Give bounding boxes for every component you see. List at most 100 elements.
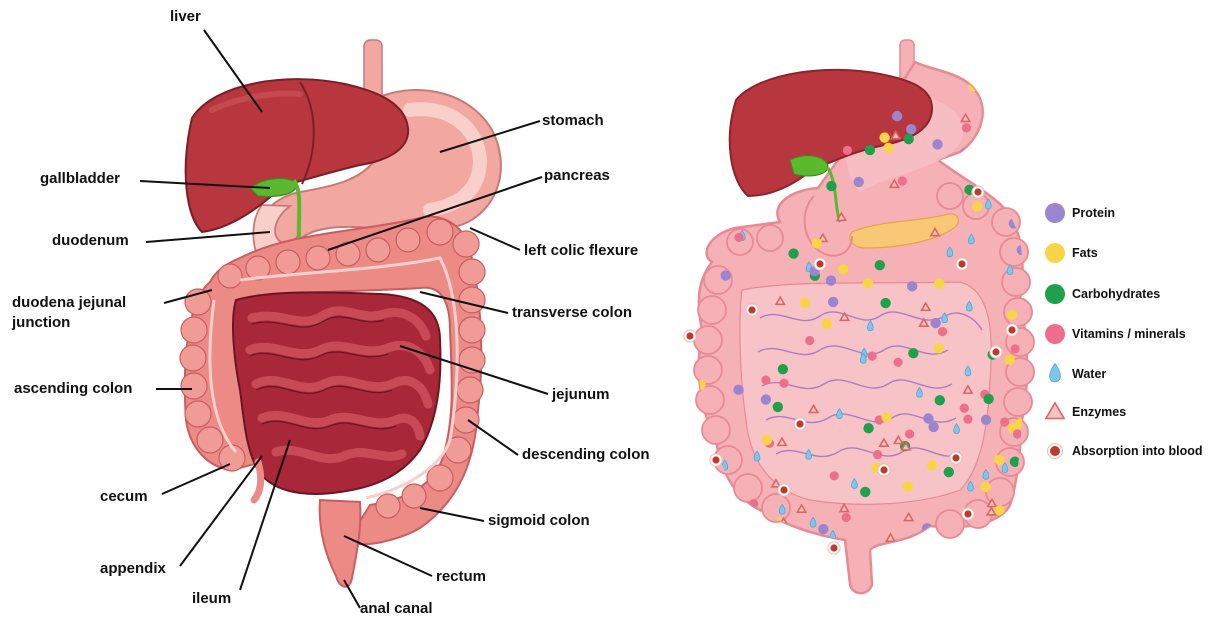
particle-vitamin [893, 358, 902, 367]
particle-fat [934, 343, 944, 353]
label-ascending-colon: ascending colon [14, 380, 132, 398]
absorption-dot-core [880, 466, 887, 473]
particle-vitamin [938, 327, 947, 336]
particle-protein [698, 188, 708, 198]
particle-vitamin [746, 541, 755, 550]
particle-fat [972, 201, 982, 211]
particle-protein [854, 177, 864, 187]
particle-carbohydrate [863, 423, 873, 433]
particle-fat [991, 149, 1001, 159]
particle-fat [721, 577, 731, 587]
particle-fat [695, 538, 705, 548]
particle-vitamin [704, 215, 713, 224]
particle-vitamin [960, 404, 969, 413]
particle-protein [923, 413, 933, 423]
particle-fat [1004, 354, 1014, 364]
particle-fat [903, 481, 913, 491]
particle-vitamin [843, 146, 852, 155]
anatomy-illustration [180, 40, 501, 587]
vitamins-dot-icon [1045, 324, 1065, 344]
particle-carbohydrate [880, 298, 890, 308]
fats-dot-icon [1045, 243, 1065, 263]
particle-enzyme [857, 61, 865, 68]
absorption-dot-core [964, 510, 971, 517]
particle-water [999, 532, 1005, 542]
particle-carbohydrate [788, 248, 798, 258]
particle-protein [761, 394, 771, 404]
particle-water [1014, 72, 1020, 82]
particle-protein [907, 281, 917, 291]
legend-label-fats: Fats [1072, 245, 1098, 261]
particle-fat [699, 575, 709, 585]
nutrient-gut-illustration [694, 40, 1034, 593]
label-rectum: rectum [436, 568, 486, 586]
particle-protein [828, 297, 838, 307]
particle-fat [695, 380, 705, 390]
particle-carbohydrate [860, 487, 870, 497]
particle-fat [886, 562, 896, 572]
pointer-anal-canal [344, 580, 360, 608]
absorption-dot-core [748, 306, 755, 313]
label-liver: liver [170, 8, 201, 26]
appendix-organ [254, 462, 261, 500]
label-duodenum: duodenum [52, 232, 129, 250]
particle-vitamin [1000, 417, 1009, 426]
particle-protein [720, 270, 730, 280]
particle-carbohydrate [875, 260, 885, 270]
particle-vitamin [962, 123, 971, 132]
particle-fat [1007, 309, 1017, 319]
particle-protein [981, 415, 991, 425]
absorption-dot-core [992, 348, 999, 355]
particle-vitamin [710, 108, 719, 117]
particle-carbohydrate [865, 145, 875, 155]
particle-carbohydrate [826, 181, 836, 191]
particle-protein [906, 124, 916, 134]
particle-carbohydrate [983, 394, 993, 404]
particle-vitamin [963, 415, 972, 424]
absorption-dot-core [952, 454, 959, 461]
particle-carbohydrate [944, 467, 954, 477]
particle-carbohydrate [1023, 98, 1033, 108]
particle-protein [932, 139, 942, 149]
blood-dot-icon-core [1050, 446, 1060, 456]
legend-label-vitamins: Vitamins / minerals [1072, 326, 1186, 342]
absorption-dot-core [816, 260, 823, 267]
particle-fat [927, 460, 937, 470]
particle-carbohydrate [778, 364, 788, 374]
particle-vitamin [905, 429, 914, 438]
particle-vitamin [898, 176, 907, 185]
label-appendix: appendix [100, 560, 166, 578]
particle-enzyme [799, 572, 807, 579]
pointer-duodenum [146, 232, 270, 242]
absorption-dot-core [796, 420, 803, 427]
particle-fat [883, 143, 893, 153]
label-jejunum: jejunum [552, 386, 610, 404]
particle-water [996, 86, 1002, 96]
particle-water [941, 555, 947, 565]
label-left-colic-flexure: left colic flexure [524, 242, 638, 260]
particle-protein [1008, 555, 1018, 565]
particle-fat [812, 238, 822, 248]
label-anal-canal: anal canal [360, 600, 433, 618]
particle-vitamin [715, 202, 724, 211]
particle-fat [863, 278, 873, 288]
particle-carbohydrate [772, 530, 782, 540]
particle-vitamin [873, 450, 882, 459]
particle-enzyme [993, 158, 1001, 165]
particle-fat [881, 412, 891, 422]
label-transverse-colon: transverse colon [512, 304, 632, 322]
legend-label-enzymes: Enzymes [1072, 404, 1126, 420]
particle-fat [762, 435, 772, 445]
label-duodenajejunal-line2: junction [12, 314, 70, 332]
absorption-dot-core [1008, 326, 1015, 333]
label-pancreas: pancreas [544, 167, 610, 185]
particle-fat [934, 279, 944, 289]
label-cecum: cecum [100, 488, 148, 506]
particle-carbohydrate [995, 87, 1005, 97]
gut-gallbladder [790, 156, 828, 176]
absorption-dot-core [958, 260, 965, 267]
pointer-cecum [162, 464, 230, 494]
particle-vitamin [842, 513, 851, 522]
carbohydrates-dot-icon [1045, 284, 1065, 304]
legend-label-water: Water [1072, 366, 1106, 382]
